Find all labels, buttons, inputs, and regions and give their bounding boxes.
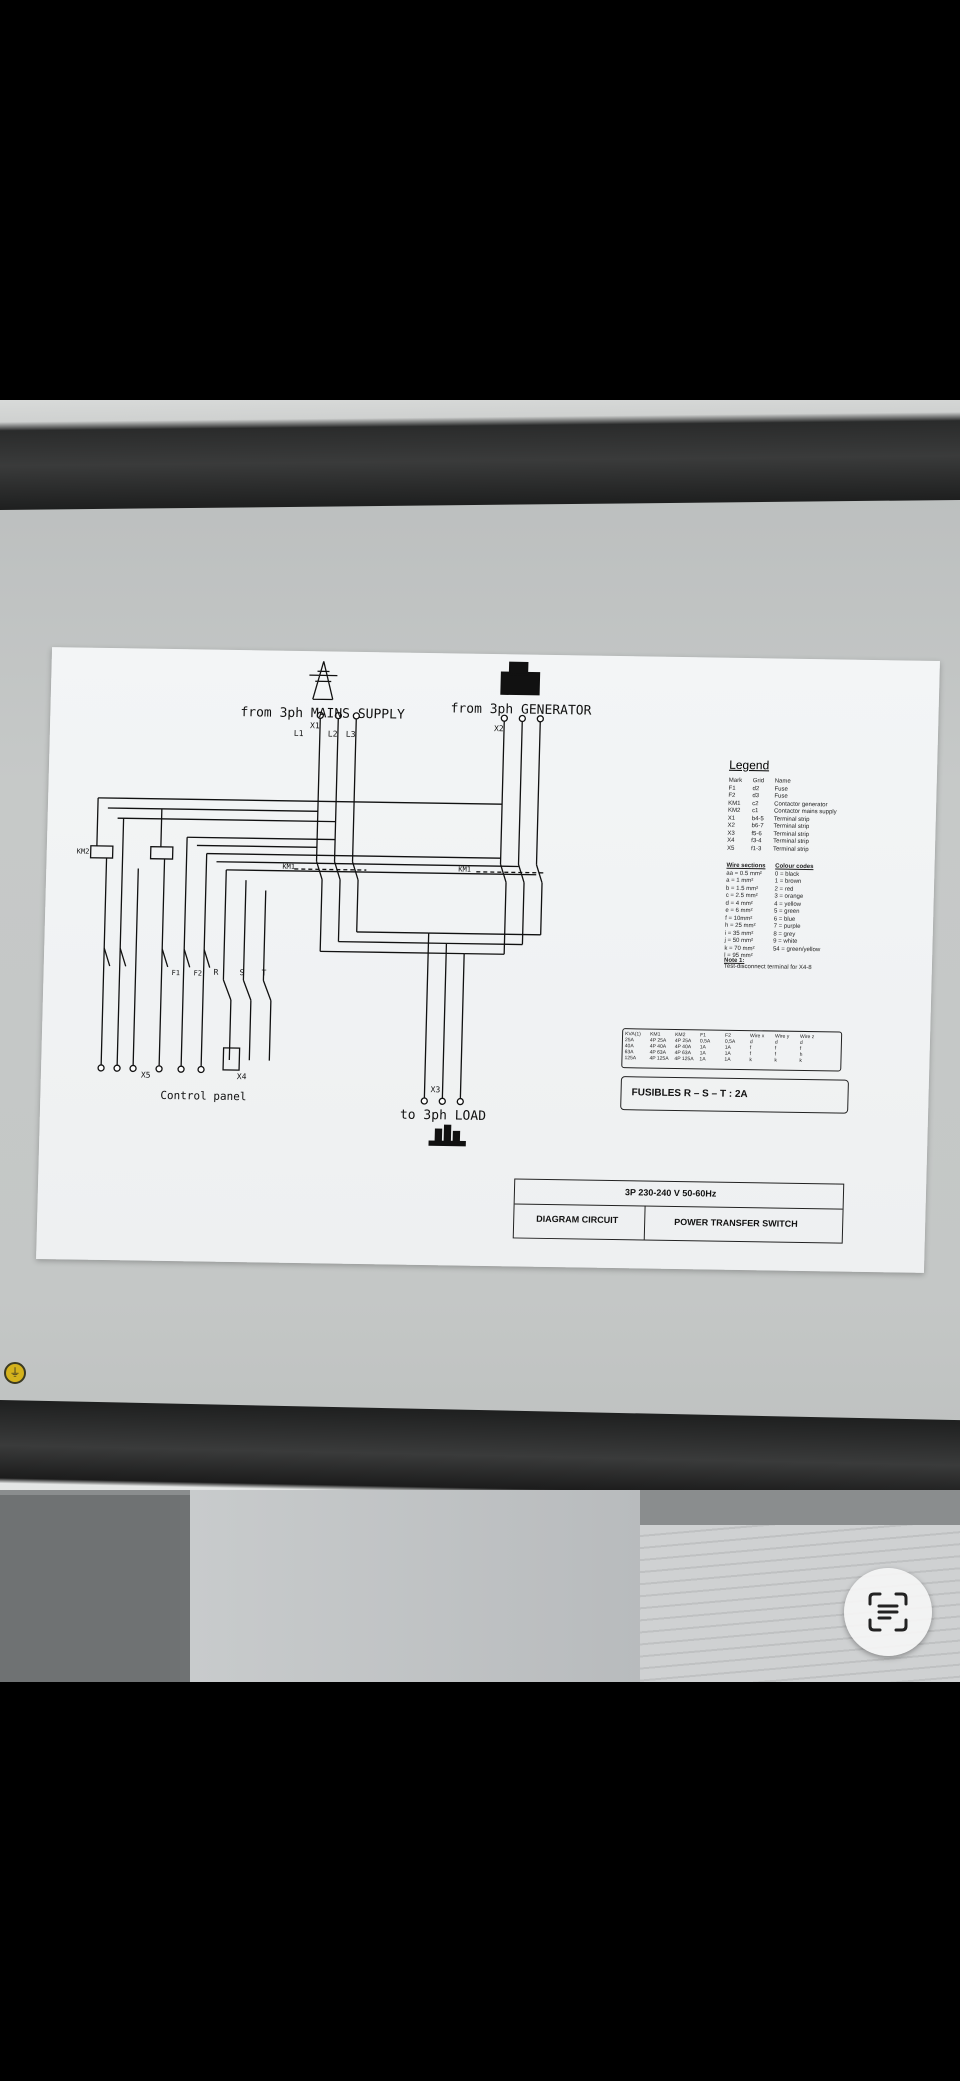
phase-l2-label: L2 [327, 729, 338, 739]
legend-name: Terminal strip [772, 845, 809, 853]
legend-grid: f1-3 [750, 845, 762, 852]
legend-title: Legend [728, 757, 770, 773]
power-pylon-icon [309, 661, 338, 701]
terminal-x2-label: X2 [493, 724, 504, 734]
schematic-drawing [89, 661, 547, 1147]
km1-label: KM1 [282, 862, 296, 871]
fuse-table-cell: 125A [624, 1055, 637, 1062]
fuse-f1-label: F1 [171, 969, 181, 978]
fuse-table-cell: k [749, 1057, 753, 1064]
wire-section-item: a = 1 mm² [726, 877, 754, 885]
fuse-table-cell: k [799, 1057, 803, 1064]
note-block: Note 1: Test-disconnect terminal for X4-… [724, 958, 812, 971]
legend-mark: X5 [726, 845, 735, 852]
km2-label: KM2 [76, 847, 90, 856]
title-block-right: POWER TRANSFER SWITCH [674, 1216, 798, 1229]
title-block: 3P 230-240 V 50-60Hz DIAGRAM CIRCUIT POW… [512, 1178, 845, 1244]
fuse-table-cell: 1A [699, 1056, 706, 1063]
colour-codes-list: Colour codes 0 = black 1 = brown 2 = red… [773, 864, 823, 955]
load-icon [428, 1124, 466, 1147]
phase-s-label: S [239, 968, 245, 978]
photo: ⏚ [0, 400, 960, 1682]
title-block-spec: 3P 230-240 V 50-60Hz [624, 1187, 717, 1199]
terminal-x4-label: X4 [236, 1072, 247, 1082]
title-block-left: DIAGRAM CIRCUIT [536, 1213, 619, 1226]
wire-section-item: e = 6 mm² [725, 907, 753, 915]
wire-and-colour-codes: Wire sections aa = 0.5 mm² a = 1 mm² b =… [724, 863, 830, 962]
lower-cabinet-middle [190, 1490, 640, 1682]
terminal-x5-label: X5 [140, 1070, 151, 1080]
phase-r-label: R [213, 967, 219, 977]
colour-code-item: 7 = purple [773, 923, 801, 930]
wire-section-item: j = 50 mm² [724, 937, 754, 945]
fuse-table-cell: 4P 125A [674, 1055, 694, 1063]
fusibles-box: FUSIBLES R – S – T : 2A [620, 1076, 849, 1114]
fuse-table-cell: k [774, 1057, 778, 1064]
wire-sections-title: Wire sections [726, 862, 766, 870]
ground-terminal-icon: ⏚ [4, 1362, 26, 1384]
fusibles-text: FUSIBLES R – S – T : 2A [631, 1087, 748, 1101]
load-label: to 3ph LOAD [399, 1107, 487, 1124]
km1-gen-label: KM1 [458, 865, 472, 874]
fuse-table-cell: 4P 125A [649, 1055, 669, 1062]
mains-supply-label: from 3ph MAINS SUPPLY [240, 705, 405, 723]
colour-codes-title: Colour codes [775, 863, 814, 871]
terminal-x3-label: X3 [430, 1085, 441, 1095]
colour-code-item: 1 = brown [774, 878, 802, 885]
title-block-left-cell: DIAGRAM CIRCUIT [513, 1203, 646, 1240]
fuse-f2-label: F2 [193, 969, 203, 978]
wire-sections-list: Wire sections aa = 0.5 mm² a = 1 mm² b =… [724, 862, 766, 961]
terminal-x1-label: X1 [309, 721, 320, 731]
wire-section-item: c = 2.5 mm² [725, 892, 758, 900]
colour-code-item: 54 = green/yellow [772, 945, 821, 953]
generator-icon [500, 661, 541, 696]
colour-code-item: 3 = orange [774, 893, 804, 900]
wiring-diagram-sheet: from 3ph MAINS SUPPLY from 3ph GENERATOR… [36, 647, 940, 1273]
phase-l1-label: L1 [293, 728, 304, 739]
control-panel-label: Control panel [160, 1088, 247, 1104]
generator-label: from 3ph GENERATOR [450, 701, 592, 719]
cabinet-top-edge [0, 400, 960, 510]
live-text-scan-button[interactable] [844, 1568, 932, 1656]
wire-section-item: h = 25 mm² [724, 922, 756, 930]
text-scan-icon [868, 1592, 908, 1632]
fuse-table-cell: 1A [724, 1056, 731, 1063]
colour-code-item: 5 = green [773, 908, 800, 915]
phase-l3-label: L3 [345, 729, 356, 739]
phase-t-label: T [261, 968, 267, 978]
colour-code-item: 9 = white [773, 938, 798, 945]
lower-cabinet-left [0, 1495, 205, 1682]
